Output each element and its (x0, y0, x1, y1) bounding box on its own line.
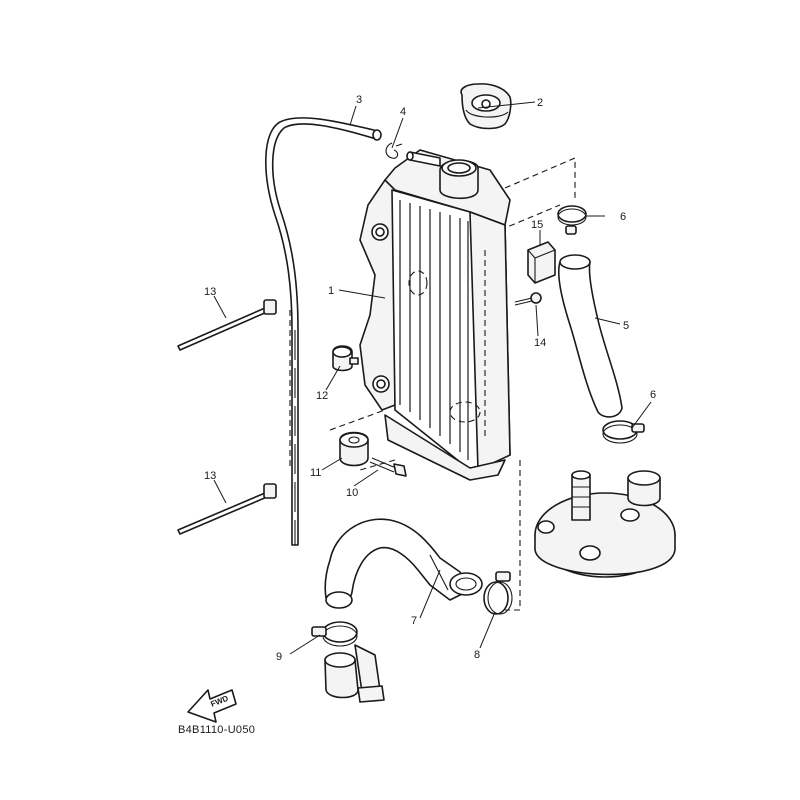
part-label-15: 15 (531, 219, 543, 231)
part-label-7: 7 (411, 615, 417, 627)
part-label-2: 2 (537, 97, 543, 109)
damper-pad (527, 241, 556, 284)
part-label-5: 5 (623, 320, 629, 332)
hose-clamp-upper (557, 205, 587, 235)
part-label-9: 9 (276, 651, 282, 663)
hose-clip (385, 142, 403, 159)
hose-clamp-lower (602, 420, 645, 444)
forward-arrow-icon: FWD (187, 689, 237, 723)
assembly-reference-lines (289, 157, 576, 611)
lower-radiator-hose (324, 518, 483, 609)
cylinder-head (534, 470, 676, 578)
part-label-1: 1 (328, 285, 334, 297)
part-label-13-upper: 13 (204, 286, 216, 298)
bolt-long (369, 457, 407, 477)
breather-hose (265, 117, 382, 546)
leader-lines (213, 101, 652, 655)
hose-clamp-9 (311, 621, 358, 647)
radiator-assembly (359, 149, 511, 481)
part-label-12: 12 (316, 390, 328, 402)
part-label-6-lower: 6 (650, 389, 656, 401)
part-label-10: 10 (346, 487, 358, 499)
hose-clamp-8 (483, 571, 513, 615)
part-number-labels: 1 2 3 4 5 6 6 7 8 9 10 11 12 13 13 14 15 (204, 94, 656, 663)
part-label-11: 11 (310, 467, 321, 479)
upper-radiator-hose (557, 254, 623, 418)
cable-tie-lower (177, 483, 277, 535)
grommet (332, 345, 359, 372)
part-label-4: 4 (400, 106, 406, 118)
radiator-fins (399, 200, 469, 460)
water-pump-outlet (324, 644, 385, 703)
part-label-14: 14 (534, 337, 546, 349)
rubber-damper (339, 431, 369, 467)
bolt-small (514, 292, 542, 306)
radiator-cap (460, 83, 512, 130)
part-label-3: 3 (356, 94, 362, 106)
part-label-6-upper: 6 (620, 211, 626, 223)
drawing-code: B4B1110-U050 (178, 724, 255, 736)
part-label-8: 8 (474, 649, 480, 661)
part-label-13-lower: 13 (204, 470, 216, 482)
cable-tie-upper (177, 299, 277, 351)
